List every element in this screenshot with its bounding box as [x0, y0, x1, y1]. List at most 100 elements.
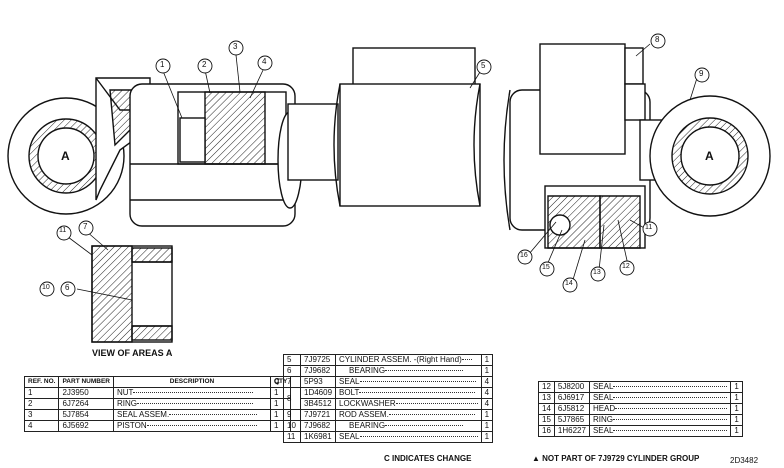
callout-12: 12 [622, 263, 630, 270]
desc-text: LOCKWASHER [339, 399, 396, 408]
desc-cell: SEAL [335, 376, 482, 388]
part-cell: 2J3950 [58, 387, 114, 399]
ref-cell: 1 [23, 387, 60, 399]
desc-cell: SEAL [335, 431, 482, 443]
qty-cell: 1 [480, 365, 494, 377]
part-cell: 5J7854 [58, 409, 114, 421]
part-cell: 7J9682 [299, 365, 337, 377]
ref-cell: 4 [23, 420, 60, 432]
desc-text: BEARING [349, 366, 386, 375]
ref-cell: 9 [283, 409, 301, 421]
qty-cell: 1 [480, 354, 494, 366]
ref-cell: 12 [538, 381, 555, 393]
part-cell: 6J7264 [58, 398, 114, 410]
change-note: C INDICATES CHANGE [384, 454, 472, 463]
callout-11-left: 11 [59, 227, 67, 234]
qty-cell: 1 [730, 381, 743, 393]
callout-15: 15 [542, 264, 550, 271]
desc-cell: HEAD [588, 403, 732, 415]
middle-tube [352, 47, 476, 89]
desc-cell: SEAL [588, 425, 732, 437]
ref-cell: 7 [283, 376, 301, 388]
desc-text: SEAL ASSEM. [117, 410, 170, 419]
ref-cell: 14 [538, 403, 555, 415]
qty-cell: 4 [480, 376, 494, 388]
part-cell: 5P93 [299, 376, 337, 388]
desc-text: SEAL [339, 432, 360, 441]
desc-text: CYLINDER ASSEM. -(Right Hand) [339, 355, 462, 364]
ref-cell: 5 [283, 354, 301, 366]
part-cell: 1K6981 [299, 431, 337, 443]
desc-cell: SEAL [588, 381, 732, 393]
col-ref: REF. NO. [23, 376, 60, 388]
qty-cell: 4 [480, 398, 494, 410]
part-cell: 6J5812 [553, 403, 590, 415]
desc-cell: ROD ASSEM. [335, 409, 482, 421]
qty-cell: 4 [480, 387, 494, 399]
desc-cell: SEAL [588, 392, 732, 404]
qty-cell: 1 [480, 409, 494, 421]
ref-cell: 16 [538, 425, 555, 437]
desc-text: SEAL [339, 377, 360, 386]
desc-text: SEAL [592, 382, 614, 391]
group-note: ▲ NOT PART OF 7J9729 CYLINDER GROUP [532, 454, 700, 463]
qty-cell: 1 [730, 392, 743, 404]
desc-cell: RING [113, 398, 271, 410]
qty-cell: 1 [730, 414, 743, 426]
ref-cell: 8 [283, 387, 301, 410]
desc-cell: SEAL ASSEM. [113, 409, 271, 421]
drawing-ref-number: 2D3482 [730, 456, 759, 465]
part-cell: 5J8200 [553, 381, 590, 393]
col-part: PART NUMBER [58, 376, 114, 388]
callout-5: 5 [481, 61, 486, 70]
col-desc: DESCRIPTION [113, 376, 271, 388]
ref-cell: 3 [23, 409, 60, 421]
ref-cell: 6 [283, 365, 301, 377]
desc-cell: BOLT [335, 387, 482, 399]
desc-text: HEAD [592, 404, 616, 413]
ref-cell: 10 [283, 420, 301, 432]
callout-2: 2 [202, 60, 207, 69]
desc-cell: PISTON [113, 420, 271, 432]
callout-7: 7 [83, 222, 88, 231]
desc-cell: BEARING [335, 420, 482, 432]
part-cell: 7J9725 [299, 354, 337, 366]
callout-8: 8 [655, 35, 660, 44]
desc-text: SEAL [592, 393, 614, 402]
part-cell: 6J5692 [58, 420, 114, 432]
change-mark: C [274, 377, 280, 386]
part-cell: 7J9682 [299, 420, 337, 432]
desc-text: ROD ASSEM. [339, 410, 389, 419]
area-label-left: A [61, 149, 70, 163]
part-cell: 5J7865 [553, 414, 590, 426]
callout-1: 1 [160, 60, 165, 69]
qty-cell: 1 [730, 403, 743, 415]
desc-cell: NUT [113, 387, 271, 399]
area-label-right: A [705, 149, 714, 163]
part-cell: 1H6227 [553, 425, 590, 437]
qty-cell: 1 [480, 431, 494, 443]
callout-14: 14 [565, 280, 573, 287]
part-cell: 3B4512 [299, 398, 337, 410]
desc-text: PISTON [117, 421, 147, 430]
qty-cell: 1 [730, 425, 743, 437]
cylinder-assembly-drawing [7, 33, 771, 343]
callout-6: 6 [65, 283, 70, 292]
desc-text: RING [117, 399, 137, 408]
desc-cell: LOCKWASHER [335, 398, 482, 410]
